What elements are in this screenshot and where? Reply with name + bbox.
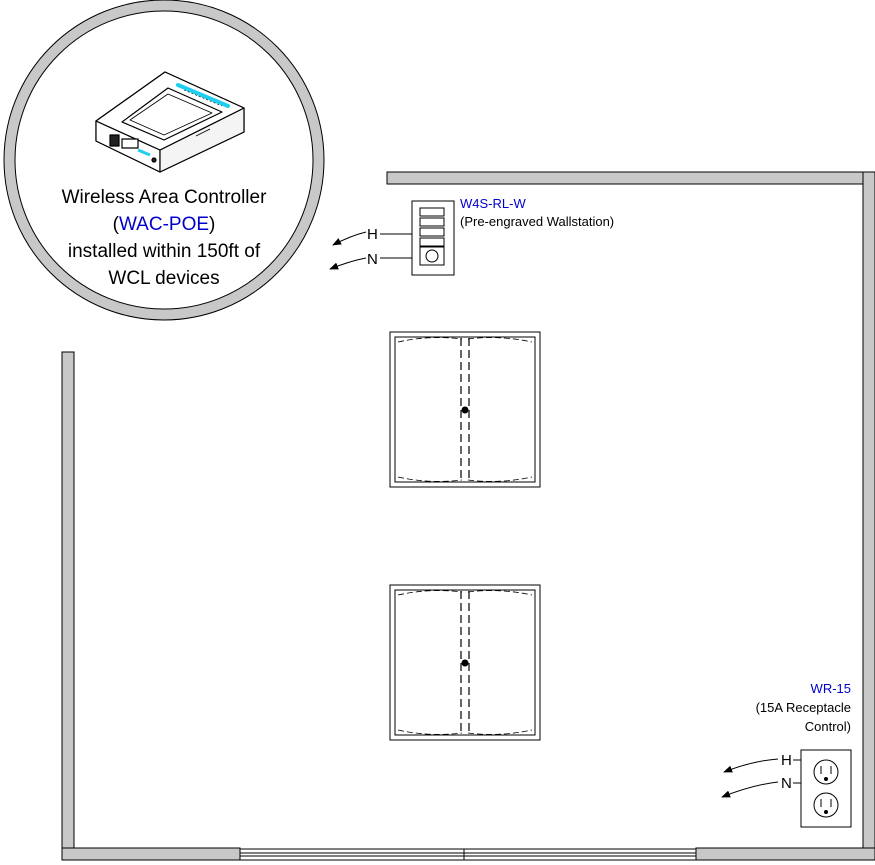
duplex-receptacle-icon bbox=[800, 749, 852, 828]
wall-bottom-left bbox=[61, 847, 241, 861]
wall-left bbox=[61, 351, 75, 861]
controller-model-line: (WAC-POE) bbox=[113, 214, 216, 235]
wallstation-neutral-label: N bbox=[367, 251, 378, 268]
receptacle-description-line2: Control) bbox=[805, 719, 851, 734]
receptacle-leads bbox=[721, 758, 801, 798]
receptacle-description-line1: (15A Receptacle bbox=[756, 700, 851, 715]
controller-title: Wireless Area Controller bbox=[62, 187, 268, 208]
wallstation-leads bbox=[329, 231, 412, 270]
wallstation-icon bbox=[411, 200, 455, 276]
light-fixture-icon bbox=[389, 584, 541, 741]
room-walls bbox=[61, 171, 875, 861]
receptacle-hot-label: H bbox=[781, 752, 792, 769]
controller-device-icon bbox=[95, 71, 245, 173]
wallstation-model-label: W4S-RL-W bbox=[460, 196, 526, 211]
receptacle-model-label: WR-15 bbox=[811, 681, 851, 696]
controller-devices-note: WCL devices bbox=[108, 268, 219, 289]
light-fixture-icon bbox=[389, 331, 541, 488]
controller-model-label: WAC-POE bbox=[119, 214, 209, 235]
window bbox=[239, 848, 697, 861]
wall-right bbox=[862, 171, 875, 861]
controller-range-note: installed within 150ft of bbox=[68, 241, 261, 262]
receptacle-neutral-label: N bbox=[781, 775, 792, 792]
controller-callout: Wireless Area Controller (WAC-POE) insta… bbox=[3, 0, 325, 321]
wall-bottom-right bbox=[695, 847, 875, 861]
wallstation-description: (Pre-engraved Wallstation) bbox=[460, 214, 614, 229]
wallstation-hot-label: H bbox=[367, 226, 378, 243]
wall-top bbox=[386, 171, 875, 185]
